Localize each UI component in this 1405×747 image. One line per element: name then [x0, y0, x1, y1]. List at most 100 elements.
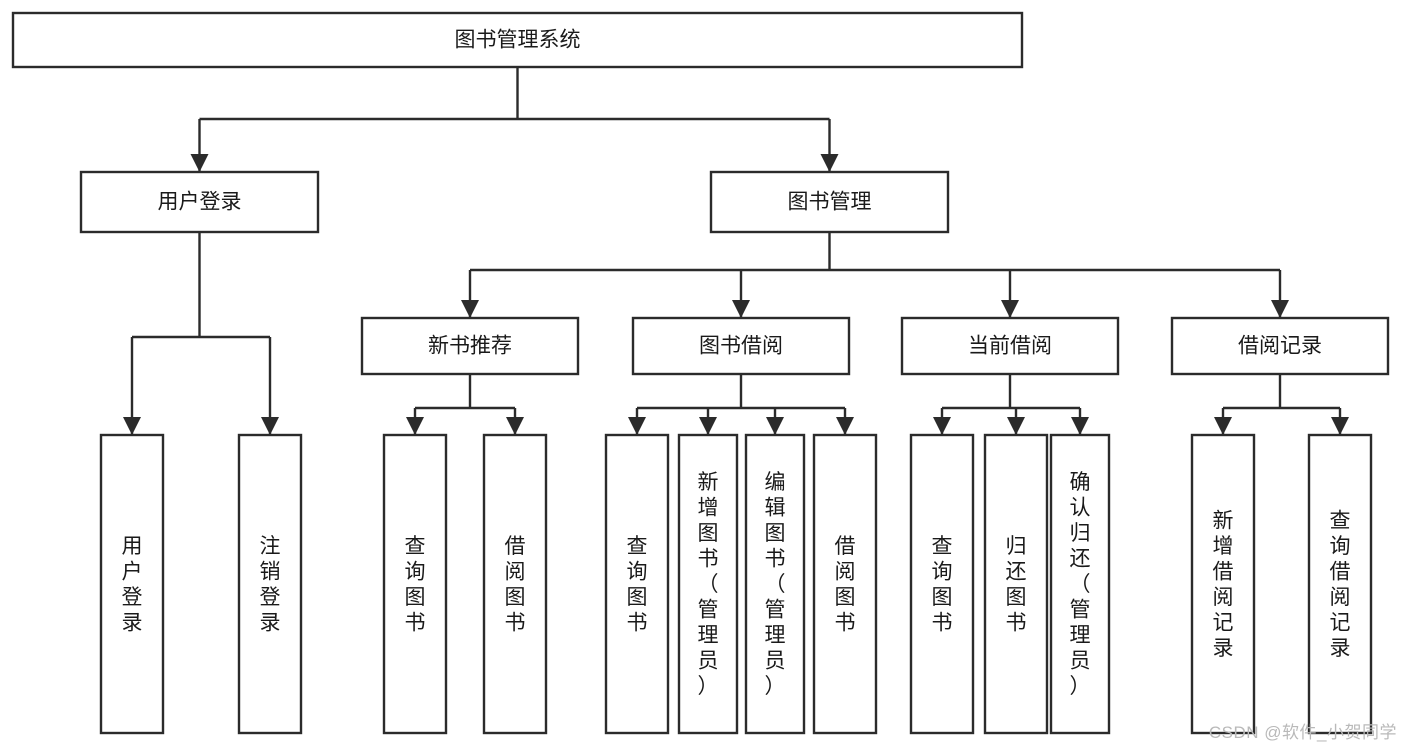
node-leaf-10-label-char: 认: [1070, 497, 1091, 520]
node-leaf-6-label-char: ）: [765, 675, 786, 698]
node-leaf-0-rect[interactable]: [99, 433, 165, 735]
node-leaf-3-rect[interactable]: [482, 433, 548, 735]
arrow-head-icon: [1331, 417, 1349, 435]
node-leaf-12-rect[interactable]: [1307, 433, 1373, 735]
node-level3-1[interactable]: 图书借阅: [631, 316, 851, 376]
node-leaf-5-label-char: 增: [698, 497, 719, 520]
node-leaf-7-label-char: 阅: [835, 560, 856, 583]
node-leaf-7-label-char: 图: [835, 586, 856, 609]
node-leaf-11-rect[interactable]: [1190, 433, 1256, 735]
node-leaf-5-label-char: 书: [698, 548, 719, 571]
node-leaf-1-label-char: 销: [260, 560, 281, 583]
node-leaf-4-label-char: 查: [627, 535, 648, 558]
node-level3-2-rect[interactable]: [900, 316, 1120, 376]
arrow-head-icon: [699, 417, 717, 435]
arrow-head-icon: [190, 154, 209, 172]
node-leaf-3-label-char: 图: [505, 586, 526, 609]
arrow-head-icon: [836, 417, 854, 435]
node-leaf-3-label-char: 书: [505, 611, 526, 634]
node-root-rect[interactable]: [11, 11, 1024, 69]
node-leaf-10-label-char: 确: [1070, 471, 1091, 494]
node-level3-3-label: 借阅记录: [1238, 335, 1322, 358]
node-level3-1-rect[interactable]: [631, 316, 851, 376]
arrow-head-icon: [1007, 417, 1025, 435]
arrow-head-icon: [628, 417, 646, 435]
node-leaf-5-label-char: （: [698, 573, 719, 596]
node-leaf-6-label-char: （: [765, 573, 786, 596]
node-leaf-2-label-char: 图: [405, 586, 426, 609]
node-level2-1[interactable]: 图书管理: [709, 170, 950, 234]
node-leaf-6-label-char: 理: [765, 624, 786, 647]
node-leaf-4-label-char: 书: [627, 611, 648, 634]
node-leaf-4-rect[interactable]: [604, 433, 670, 735]
node-leaf-6-label-char: 辑: [765, 497, 786, 520]
node-leaf-7-rect[interactable]: [812, 433, 878, 735]
node-leaf-10-rect[interactable]: [1049, 433, 1111, 735]
node-leaf-5-label-char: 管: [698, 599, 719, 622]
node-leaf-0[interactable]: 用户登录: [99, 433, 165, 735]
node-leaf-5-rect[interactable]: [677, 433, 739, 735]
node-leaf-10-label-char: 管: [1070, 599, 1091, 622]
node-leaf-2-label-char: 书: [405, 611, 426, 634]
node-level3-3[interactable]: 借阅记录: [1170, 316, 1390, 376]
arrow-head-icon: [1271, 300, 1289, 318]
node-leaf-9-label-char: 图: [1006, 586, 1027, 609]
node-level3-0[interactable]: 新书推荐: [360, 316, 580, 376]
node-leaf-6-rect[interactable]: [744, 433, 806, 735]
node-leaf-10-label-char: 理: [1070, 624, 1091, 647]
node-leaf-2-label-char: 查: [405, 535, 426, 558]
node-leaf-2-rect[interactable]: [382, 433, 448, 735]
arrow-head-icon: [261, 417, 279, 435]
node-level2-0-label: 用户登录: [158, 191, 242, 214]
node-leaf-1-rect[interactable]: [237, 433, 303, 735]
arrow-head-icon: [506, 417, 524, 435]
node-level2-0[interactable]: 用户登录: [79, 170, 320, 234]
node-leaf-10-label-char: 还: [1070, 548, 1091, 571]
node-level3-2[interactable]: 当前借阅: [900, 316, 1120, 376]
node-leaf-3-label-char: 借: [505, 535, 526, 558]
node-level2-0-rect[interactable]: [79, 170, 320, 234]
arrow-head-icon: [123, 417, 141, 435]
node-leaf-12-label-char: 询: [1330, 535, 1351, 558]
node-leaf-9-label-char: 书: [1006, 611, 1027, 634]
arrow-head-icon: [406, 417, 424, 435]
node-leaf-9-label-char: 还: [1006, 560, 1027, 583]
node-leaf-11-label-char: 录: [1213, 637, 1234, 660]
node-level3-1-label: 图书借阅: [699, 335, 783, 358]
node-root[interactable]: 图书管理系统: [11, 11, 1024, 69]
node-level3-2-label: 当前借阅: [968, 335, 1052, 358]
node-leaf-10-label-char: （: [1070, 573, 1091, 596]
node-leaf-10-label-char: 归: [1070, 522, 1091, 545]
node-leaf-6-label-char: 员: [765, 650, 786, 673]
node-level2-1-rect[interactable]: [709, 170, 950, 234]
node-level3-0-rect[interactable]: [360, 316, 580, 376]
node-leaf-10-label-char: ）: [1070, 675, 1091, 698]
node-leaf-12-label-char: 阅: [1330, 586, 1351, 609]
node-level3-3-rect[interactable]: [1170, 316, 1390, 376]
node-level2-1-label: 图书管理: [788, 191, 872, 214]
node-leaf-0-label-char: 录: [122, 611, 143, 634]
node-leaf-11-label-char: 阅: [1213, 586, 1234, 609]
node-leaf-8-label-char: 图: [932, 586, 953, 609]
node-leaf-9-label-char: 归: [1006, 535, 1027, 558]
node-leaf-9-rect[interactable]: [983, 433, 1049, 735]
node-leaf-6-label-char: 图: [765, 522, 786, 545]
node-leaf-1-label-char: 登: [260, 586, 281, 609]
arrow-head-icon: [1001, 300, 1019, 318]
node-level3-0-label: 新书推荐: [428, 335, 512, 358]
node-leaf-8-rect[interactable]: [909, 433, 975, 735]
